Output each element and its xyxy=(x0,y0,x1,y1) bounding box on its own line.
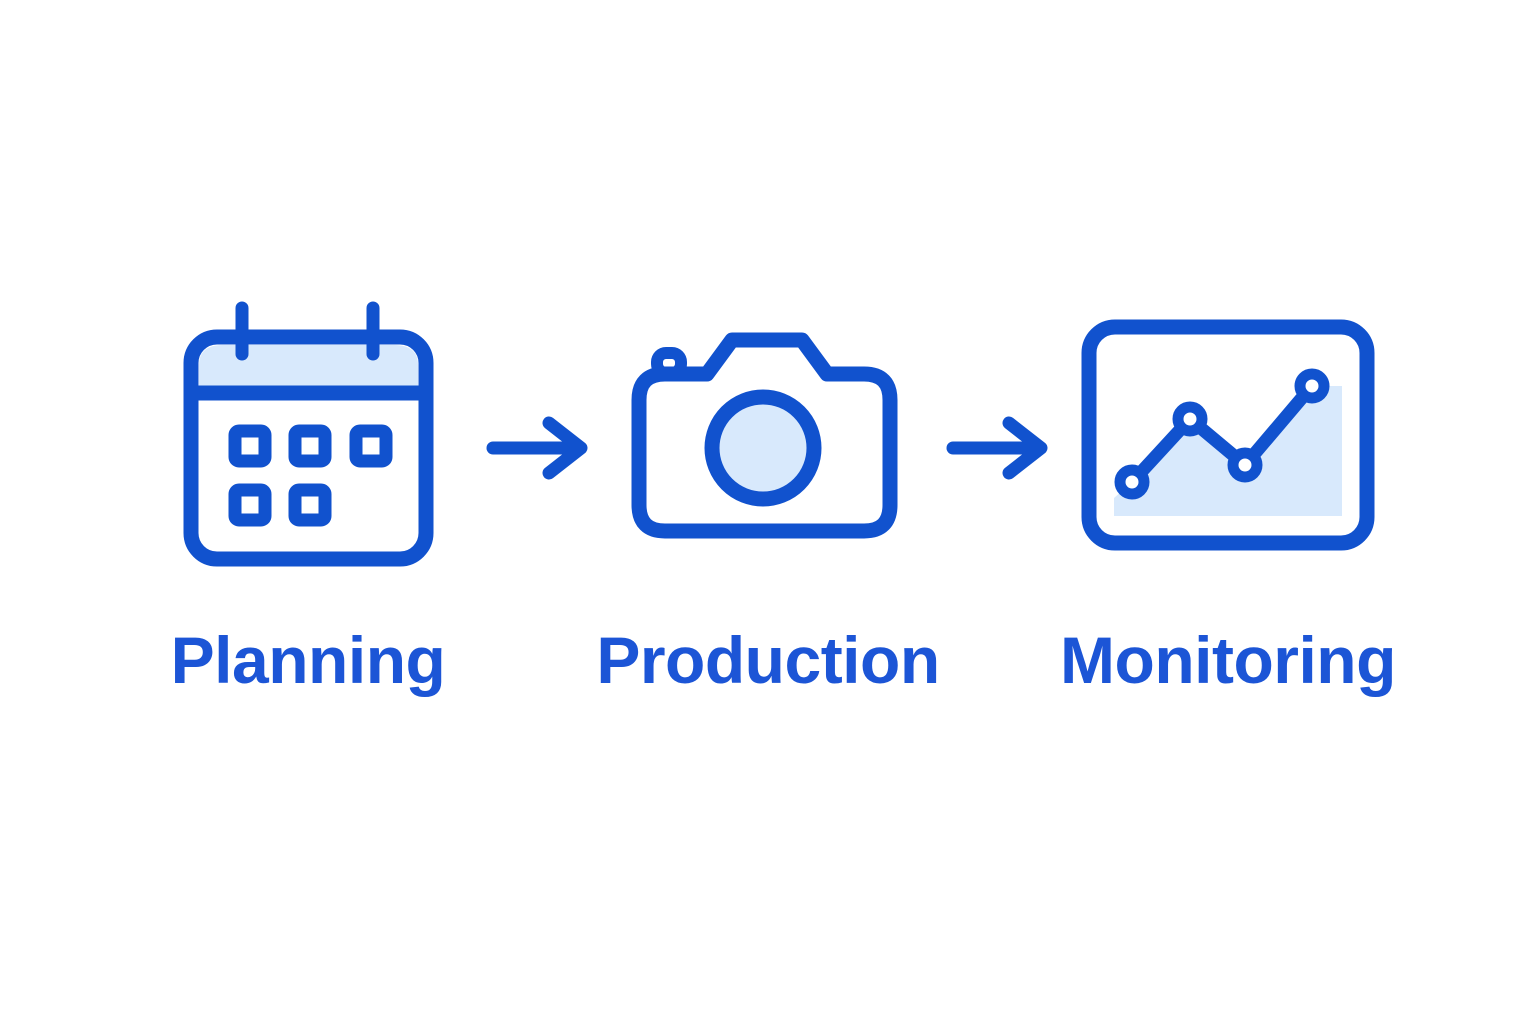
process-flow-row: Planning Production xyxy=(0,295,1536,695)
production-icon-box xyxy=(631,295,905,575)
monitoring-icon-box xyxy=(1080,295,1376,575)
camera-icon xyxy=(631,332,898,539)
step-monitoring: Monitoring xyxy=(1060,295,1396,697)
arrow-right-icon xyxy=(946,416,1048,480)
step-planning: Planning xyxy=(143,295,473,695)
planning-label: Planning xyxy=(170,623,446,697)
planning-icon-box xyxy=(179,295,438,575)
calendar-icon xyxy=(183,301,433,567)
arrow-right-icon xyxy=(486,416,588,480)
step-production: Production xyxy=(596,295,940,695)
production-label: Production xyxy=(596,623,940,697)
line-chart-monitor-icon xyxy=(1081,319,1375,551)
monitoring-label: Monitoring xyxy=(1060,623,1396,697)
